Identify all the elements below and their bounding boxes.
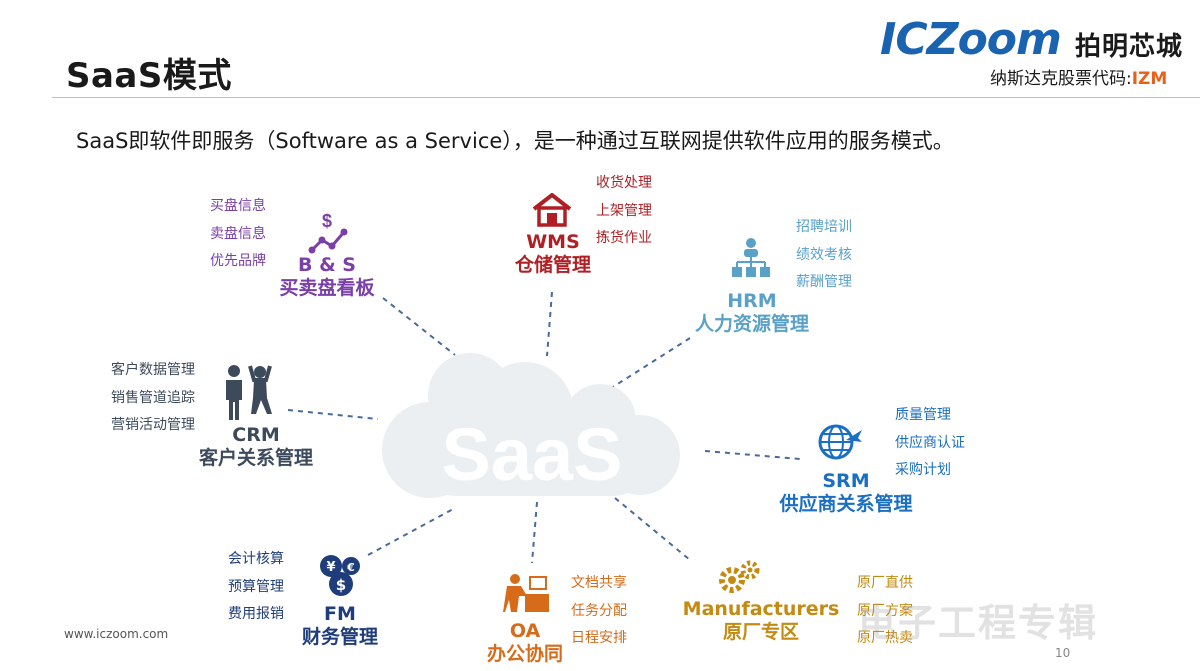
module-bs: B & S 买卖盘看板 xyxy=(262,254,392,300)
module-oa-name: 办公协同 xyxy=(486,643,563,665)
module-hrm-name: 人力资源管理 xyxy=(694,313,809,335)
watermark: 电子工程专辑 xyxy=(858,601,1099,645)
page-title: SaaS模式 xyxy=(66,56,232,96)
list-item: 买盘信息 xyxy=(210,198,266,214)
logo-brand: ICZoom xyxy=(880,14,1062,65)
module-oa-items: 文档共享 任务分配 日程安排 xyxy=(571,570,627,653)
module-manufacturers-items: 原厂直供 原厂方案 原厂热卖 xyxy=(857,570,913,653)
list-item: 原厂直供 xyxy=(857,575,913,591)
list-item: 原厂方案 xyxy=(857,602,913,619)
list-item: 拣货作业 xyxy=(596,230,652,246)
list-item: 销售管道追踪 xyxy=(111,389,195,406)
logo-ticker-label: 纳斯达克股票代码: xyxy=(990,69,1132,89)
list-item: 绩效考核 xyxy=(796,246,852,263)
module-hrm-items: 招聘培训 绩效考核 薪酬管理 xyxy=(796,214,852,297)
module-oa-abbr: OA xyxy=(509,620,541,642)
list-item: 日程安排 xyxy=(571,630,627,646)
connector-bs xyxy=(382,297,456,356)
connector-wms xyxy=(546,291,553,357)
page-number: 10 xyxy=(1055,646,1071,660)
module-bs-abbr: B & S xyxy=(298,254,356,276)
list-item: 上架管理 xyxy=(596,202,652,219)
module-hrm: HRM 人力资源管理 xyxy=(680,290,824,336)
module-hrm-abbr: HRM xyxy=(727,290,777,312)
list-item: 薪酬管理 xyxy=(796,274,852,290)
list-item: 优先品牌 xyxy=(210,253,266,269)
module-manufacturers-name: 原厂专区 xyxy=(722,621,799,643)
list-item: 客户数据管理 xyxy=(111,362,195,378)
list-item: 供应商认证 xyxy=(895,434,965,451)
svg-text:$: $ xyxy=(336,576,346,594)
connector-fm xyxy=(367,507,456,556)
svg-text:$: $ xyxy=(322,211,332,231)
subtitle: SaaS即软件即服务（Software as a Service），是一种通过互… xyxy=(76,129,954,153)
list-item: 招聘培训 xyxy=(796,219,852,235)
bs-chart-icon: $ xyxy=(308,211,348,254)
office-worker-icon xyxy=(503,574,549,612)
list-item: 费用报销 xyxy=(228,606,284,622)
module-wms-abbr: WMS xyxy=(526,231,580,253)
module-wms-items: 收货处理 上架管理 拣货作业 xyxy=(596,170,652,253)
header-divider xyxy=(52,97,1200,98)
logo-ticker-line: 纳斯达克股票代码:IZM xyxy=(990,64,1167,89)
connector-crm xyxy=(287,409,379,420)
module-wms-name: 仓储管理 xyxy=(514,254,591,276)
list-item: 营销活动管理 xyxy=(111,417,195,433)
connector-srm xyxy=(704,450,801,460)
connector-mfr xyxy=(614,497,691,561)
footer-website: www.iczoom.com xyxy=(64,627,169,641)
module-bs-items: 买盘信息 卖盘信息 优先品牌 xyxy=(210,193,266,276)
svg-text:€: € xyxy=(346,561,355,574)
module-fm-abbr: FM xyxy=(324,603,356,625)
list-item: 会计核算 xyxy=(228,551,284,567)
module-srm: SRM 供应商关系管理 xyxy=(768,470,924,516)
saas-cloud xyxy=(382,353,680,498)
module-oa: OA 办公协同 xyxy=(475,620,575,666)
org-chart-icon xyxy=(732,238,770,277)
list-item: 卖盘信息 xyxy=(210,225,266,242)
globe-plane-icon xyxy=(818,424,862,460)
module-fm-items: 会计核算 预算管理 费用报销 xyxy=(228,546,284,629)
module-crm-items: 客户数据管理 销售管道追踪 营销活动管理 xyxy=(111,357,195,440)
logo-ticker: IZM xyxy=(1131,69,1168,89)
svg-text:¥: ¥ xyxy=(326,560,335,575)
list-item: 预算管理 xyxy=(228,578,284,595)
warehouse-icon xyxy=(532,193,572,227)
list-item: 任务分配 xyxy=(571,602,627,619)
people-icon xyxy=(226,365,272,420)
module-crm-abbr: CRM xyxy=(232,424,280,446)
list-item: 文档共享 xyxy=(571,575,627,591)
module-crm-name: 客户关系管理 xyxy=(198,447,313,469)
list-item: 质量管理 xyxy=(895,407,951,423)
saas-cloud-label: SaaS xyxy=(441,413,622,496)
list-item: 原厂热卖 xyxy=(857,630,913,646)
module-srm-items: 质量管理 供应商认证 采购计划 xyxy=(895,402,965,485)
list-item: 采购计划 xyxy=(895,462,951,478)
company-logo: ICZoom xyxy=(880,14,1062,65)
connector-hrm xyxy=(604,337,691,393)
module-manufacturers-abbr: Manufacturers xyxy=(682,598,840,620)
logo-chinese-name: 拍明芯城 xyxy=(1075,32,1184,62)
module-srm-abbr: SRM xyxy=(822,470,870,492)
module-manufacturers: Manufacturers 原厂专区 xyxy=(680,598,842,644)
gears-icon xyxy=(719,560,760,593)
module-bs-name: 买卖盘看板 xyxy=(279,277,375,299)
list-item: 收货处理 xyxy=(596,175,652,191)
module-fm-name: 财务管理 xyxy=(301,626,378,648)
connector-oa xyxy=(531,501,538,564)
module-wms: WMS 仓储管理 xyxy=(493,231,613,277)
module-crm: CRM 客户关系管理 xyxy=(185,424,327,470)
connector-lines xyxy=(287,291,801,564)
module-srm-name: 供应商关系管理 xyxy=(779,493,913,515)
currency-icon: ¥ € $ xyxy=(320,555,360,596)
module-fm: FM 财务管理 xyxy=(285,603,395,649)
